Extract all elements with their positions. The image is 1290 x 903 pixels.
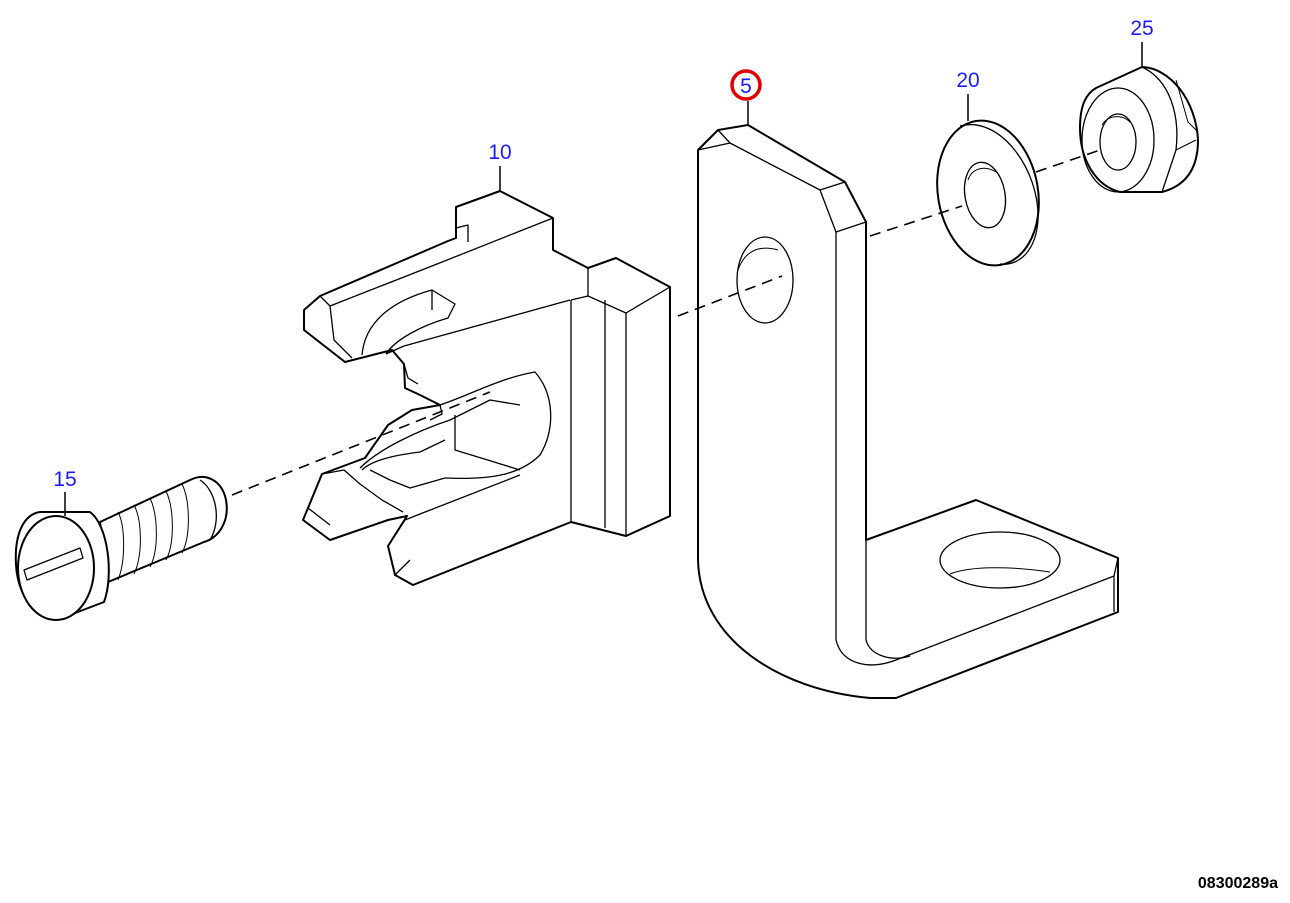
callout-20[interactable]: 20 xyxy=(956,69,979,92)
part-25-nut[interactable] xyxy=(1079,66,1199,193)
axis-washer-to-nut xyxy=(1035,149,1101,173)
axis-bracket-to-washer xyxy=(869,205,963,237)
drawing-number: 08300289a xyxy=(1197,875,1278,892)
part-10-clip[interactable] xyxy=(302,190,671,586)
part-5-bracket[interactable] xyxy=(697,124,1119,699)
callouts: 5 10 15 20 25 xyxy=(53,17,1154,516)
callout-10[interactable]: 10 xyxy=(488,141,511,164)
callout-25[interactable]: 25 xyxy=(1130,17,1153,40)
callout-15[interactable]: 15 xyxy=(53,468,76,491)
part-15-screw[interactable] xyxy=(14,475,228,621)
part-20-washer[interactable] xyxy=(926,112,1050,273)
assembly-axes xyxy=(231,149,1101,496)
axis-clip-to-bracket xyxy=(677,275,783,317)
highlight-ring-5 xyxy=(730,69,762,101)
callout-5[interactable]: 5 xyxy=(740,75,752,98)
axis-screw-to-clip xyxy=(231,391,491,496)
